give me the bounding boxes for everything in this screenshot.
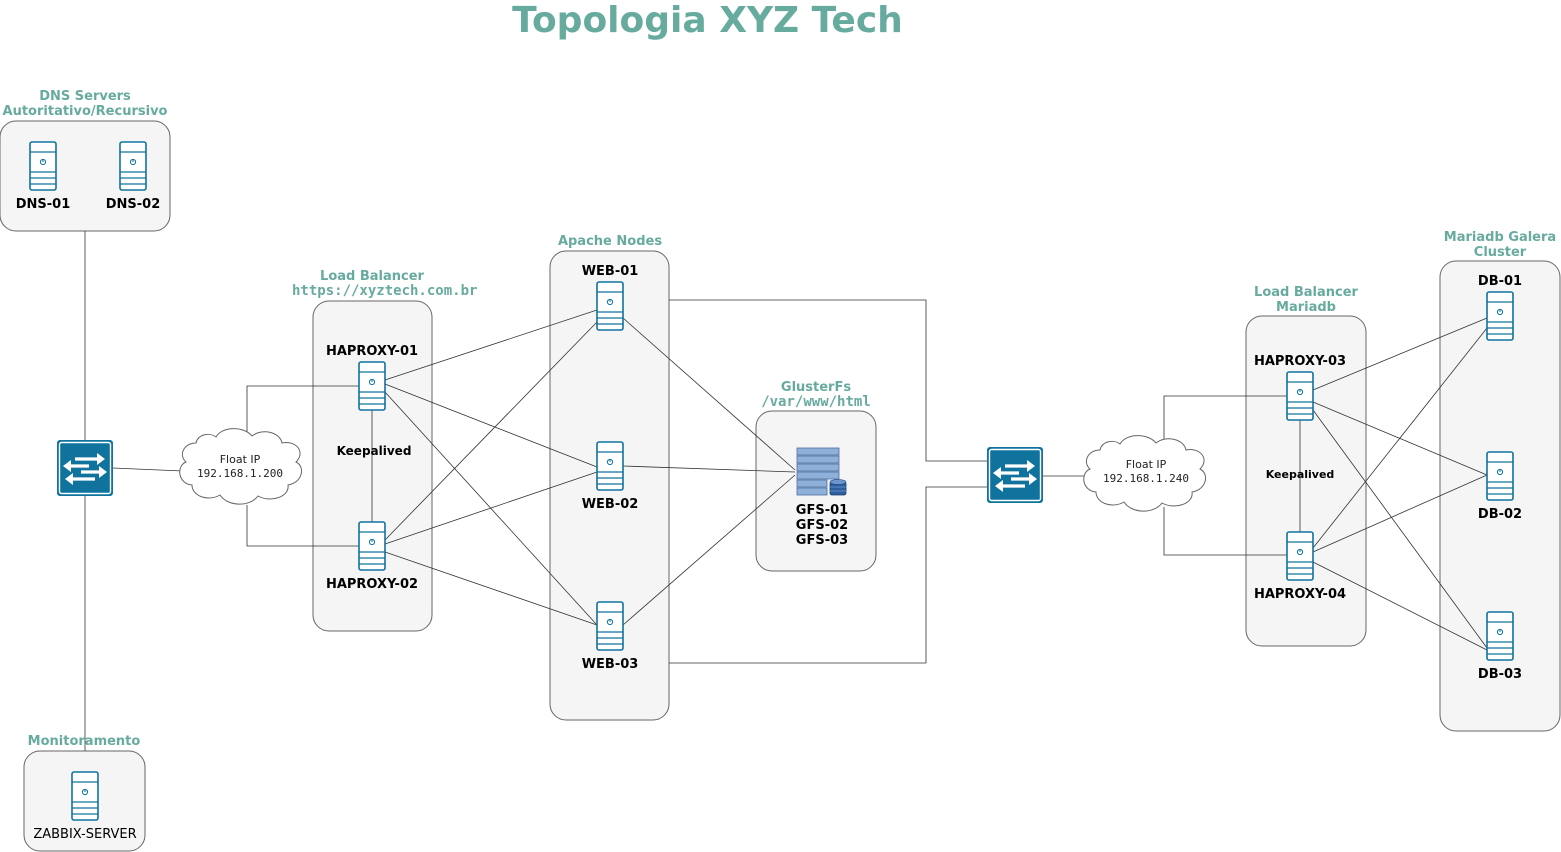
db02-server-icon: [1486, 451, 1514, 501]
core-switch-icon: [55, 438, 115, 498]
web03-label: WEB-03: [581, 657, 639, 672]
gfs01-label: GFS-01: [795, 503, 849, 518]
db01-label: DB-01: [1477, 274, 1523, 289]
dns-group-label: DNS Servers Autoritativo/Recursivo: [0, 89, 170, 119]
dns02-server-icon: [119, 141, 147, 191]
haproxy01-label: HAPROXY-01: [325, 344, 419, 359]
lb-web-group-url: https://xyztech.com.br: [292, 283, 478, 299]
monitor-group-title: Monitoramento: [27, 734, 141, 749]
storage-cluster-icon: [796, 447, 847, 496]
float-ip-db-cloud: [1083, 435, 1207, 512]
web01-server-icon: [596, 281, 624, 331]
db03-server-icon: [1486, 611, 1514, 661]
db01-server-icon: [1486, 291, 1514, 341]
lb-web-group-panel: [312, 300, 433, 632]
haproxy04-server-icon: [1286, 531, 1314, 581]
dns-group-subtitle: Autoritativo/Recursivo: [2, 104, 168, 119]
lb-db-group-label: Load Balancer Mariadb: [1226, 285, 1386, 315]
db03-label: DB-03: [1477, 667, 1523, 682]
float-ip-web-cloud: [179, 428, 303, 505]
haproxy04-label: HAPROXY-04: [1253, 587, 1347, 602]
galera-group-subtitle: Cluster: [1473, 245, 1527, 260]
zabbix-label: ZABBIX-SERVER: [33, 827, 137, 842]
dns02-label: DNS-02: [105, 197, 161, 212]
dns01-server-icon: [29, 141, 57, 191]
lb-db-group-subtitle: Mariadb: [1276, 300, 1336, 315]
lb-web-group-label: Load Balancer https://xyztech.com.br: [292, 269, 478, 299]
apache-group-label: Apache Nodes: [530, 234, 690, 249]
web03-server-icon: [596, 601, 624, 651]
float-ip-db-address: 192.168.1.240: [1102, 472, 1190, 485]
galera-group-label: Mariadb Galera Cluster: [1420, 230, 1561, 260]
keepalived-web-label: Keepalived: [336, 444, 412, 458]
web02-label: WEB-02: [581, 497, 639, 512]
gfs03-label: GFS-03: [795, 533, 849, 548]
float-ip-db-label: Float IP: [1125, 458, 1167, 471]
monitor-group-label: Monitoramento: [4, 734, 164, 749]
haproxy03-server-icon: [1286, 371, 1314, 421]
web01-label: WEB-01: [581, 264, 639, 279]
web02-server-icon: [596, 441, 624, 491]
haproxy01-server-icon: [358, 361, 386, 411]
galera-group-title: Mariadb Galera: [1443, 230, 1557, 245]
keepalived-db-label: Keepalived: [1265, 468, 1335, 481]
dns01-label: DNS-01: [15, 197, 71, 212]
float-ip-web-label: Float IP: [219, 453, 261, 466]
gfs-labels: GFS-01 GFS-02 GFS-03: [772, 503, 872, 548]
zabbix-server-icon: [71, 771, 99, 821]
float-ip-web-address: 192.168.1.200: [196, 467, 284, 480]
lb-web-group-title: Load Balancer: [320, 269, 424, 284]
dns-group-title: DNS Servers: [39, 89, 131, 104]
haproxy03-label: HAPROXY-03: [1253, 354, 1347, 369]
lb-db-group-title: Load Balancer: [1254, 285, 1358, 300]
db-switch-icon: [985, 445, 1045, 505]
connections: [84, 231, 1488, 751]
gluster-group-label: GlusterFs /var/www/html: [736, 380, 896, 410]
apache-group-title: Apache Nodes: [557, 234, 663, 249]
float-ip-web-text: Float IP 192.168.1.200: [180, 453, 300, 481]
gfs02-label: GFS-02: [795, 518, 849, 533]
gluster-group-title: GlusterFs: [780, 380, 852, 395]
float-ip-db-text: Float IP 192.168.1.240: [1086, 458, 1206, 486]
gluster-group-path: /var/www/html: [761, 394, 871, 410]
page-title: Topologia XYZ Tech: [512, 0, 903, 41]
db02-label: DB-02: [1477, 507, 1523, 522]
haproxy02-label: HAPROXY-02: [325, 577, 419, 592]
haproxy02-server-icon: [358, 521, 386, 571]
